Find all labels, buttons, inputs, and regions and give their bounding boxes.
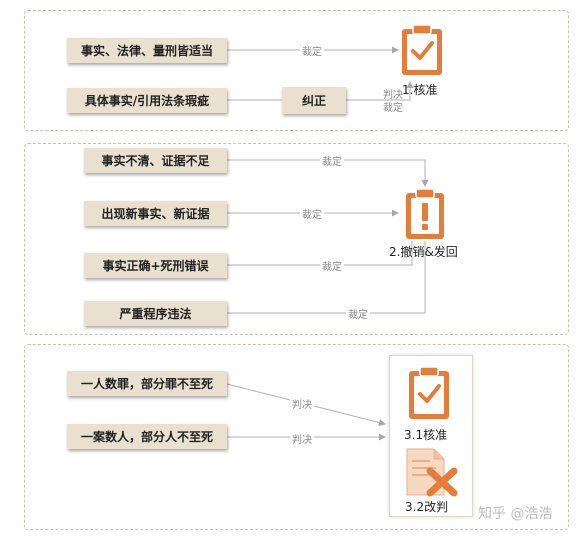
condition-box-facts-law-sentencing-appropriate: 事实、法律、量刑皆适当 xyxy=(67,38,227,63)
ruling-label: 裁定 xyxy=(346,306,370,321)
exclamation-clipboard-icon xyxy=(405,188,445,244)
watermark: 知乎 @浩浩 xyxy=(478,506,553,522)
condition-box-procedural-violation: 严重程序违法 xyxy=(84,301,227,326)
result-approve: 1.核准 xyxy=(402,83,438,97)
section-1-panel xyxy=(24,10,569,131)
section-3-panel xyxy=(24,344,569,530)
judgment-label: 判决 xyxy=(290,396,314,411)
condition-box-multiple-persons: 一案数人，部分人不至死 xyxy=(67,424,227,449)
ruling-label: 裁定 xyxy=(320,153,344,168)
checkmark-clipboard-icon xyxy=(401,24,443,80)
result-approve: 3.1核准 xyxy=(404,428,448,442)
condition-box-death-penalty-error: 事实正确+死刑错误 xyxy=(84,253,227,278)
judgment-label: 判决 xyxy=(290,431,314,446)
ruling-label: 裁定 xyxy=(320,258,344,273)
ruling-label: 裁定 xyxy=(300,43,324,58)
document-cross-icon xyxy=(404,447,458,501)
checkmark-clipboard-icon xyxy=(408,366,450,424)
condition-box-new-facts: 出现新事实、新证据 xyxy=(84,201,227,226)
condition-box-multiple-crimes: 一人数罪，部分罪不至死 xyxy=(67,371,227,396)
ruling-label: 裁定 xyxy=(383,103,403,114)
correct-box: 纠正 xyxy=(282,87,346,114)
result-amend: 3.2改判 xyxy=(405,500,449,514)
condition-box-minor-defects: 具体事实/引用法条瑕疵 xyxy=(67,88,227,113)
section-2-panel xyxy=(24,143,569,335)
ruling-label: 裁定 xyxy=(300,206,324,221)
condition-box-unclear-facts: 事实不清、证据不足 xyxy=(84,148,227,173)
result-revoke-remand: 2.撤销&发回 xyxy=(389,245,458,259)
judgment-label: 判决 xyxy=(383,90,403,101)
